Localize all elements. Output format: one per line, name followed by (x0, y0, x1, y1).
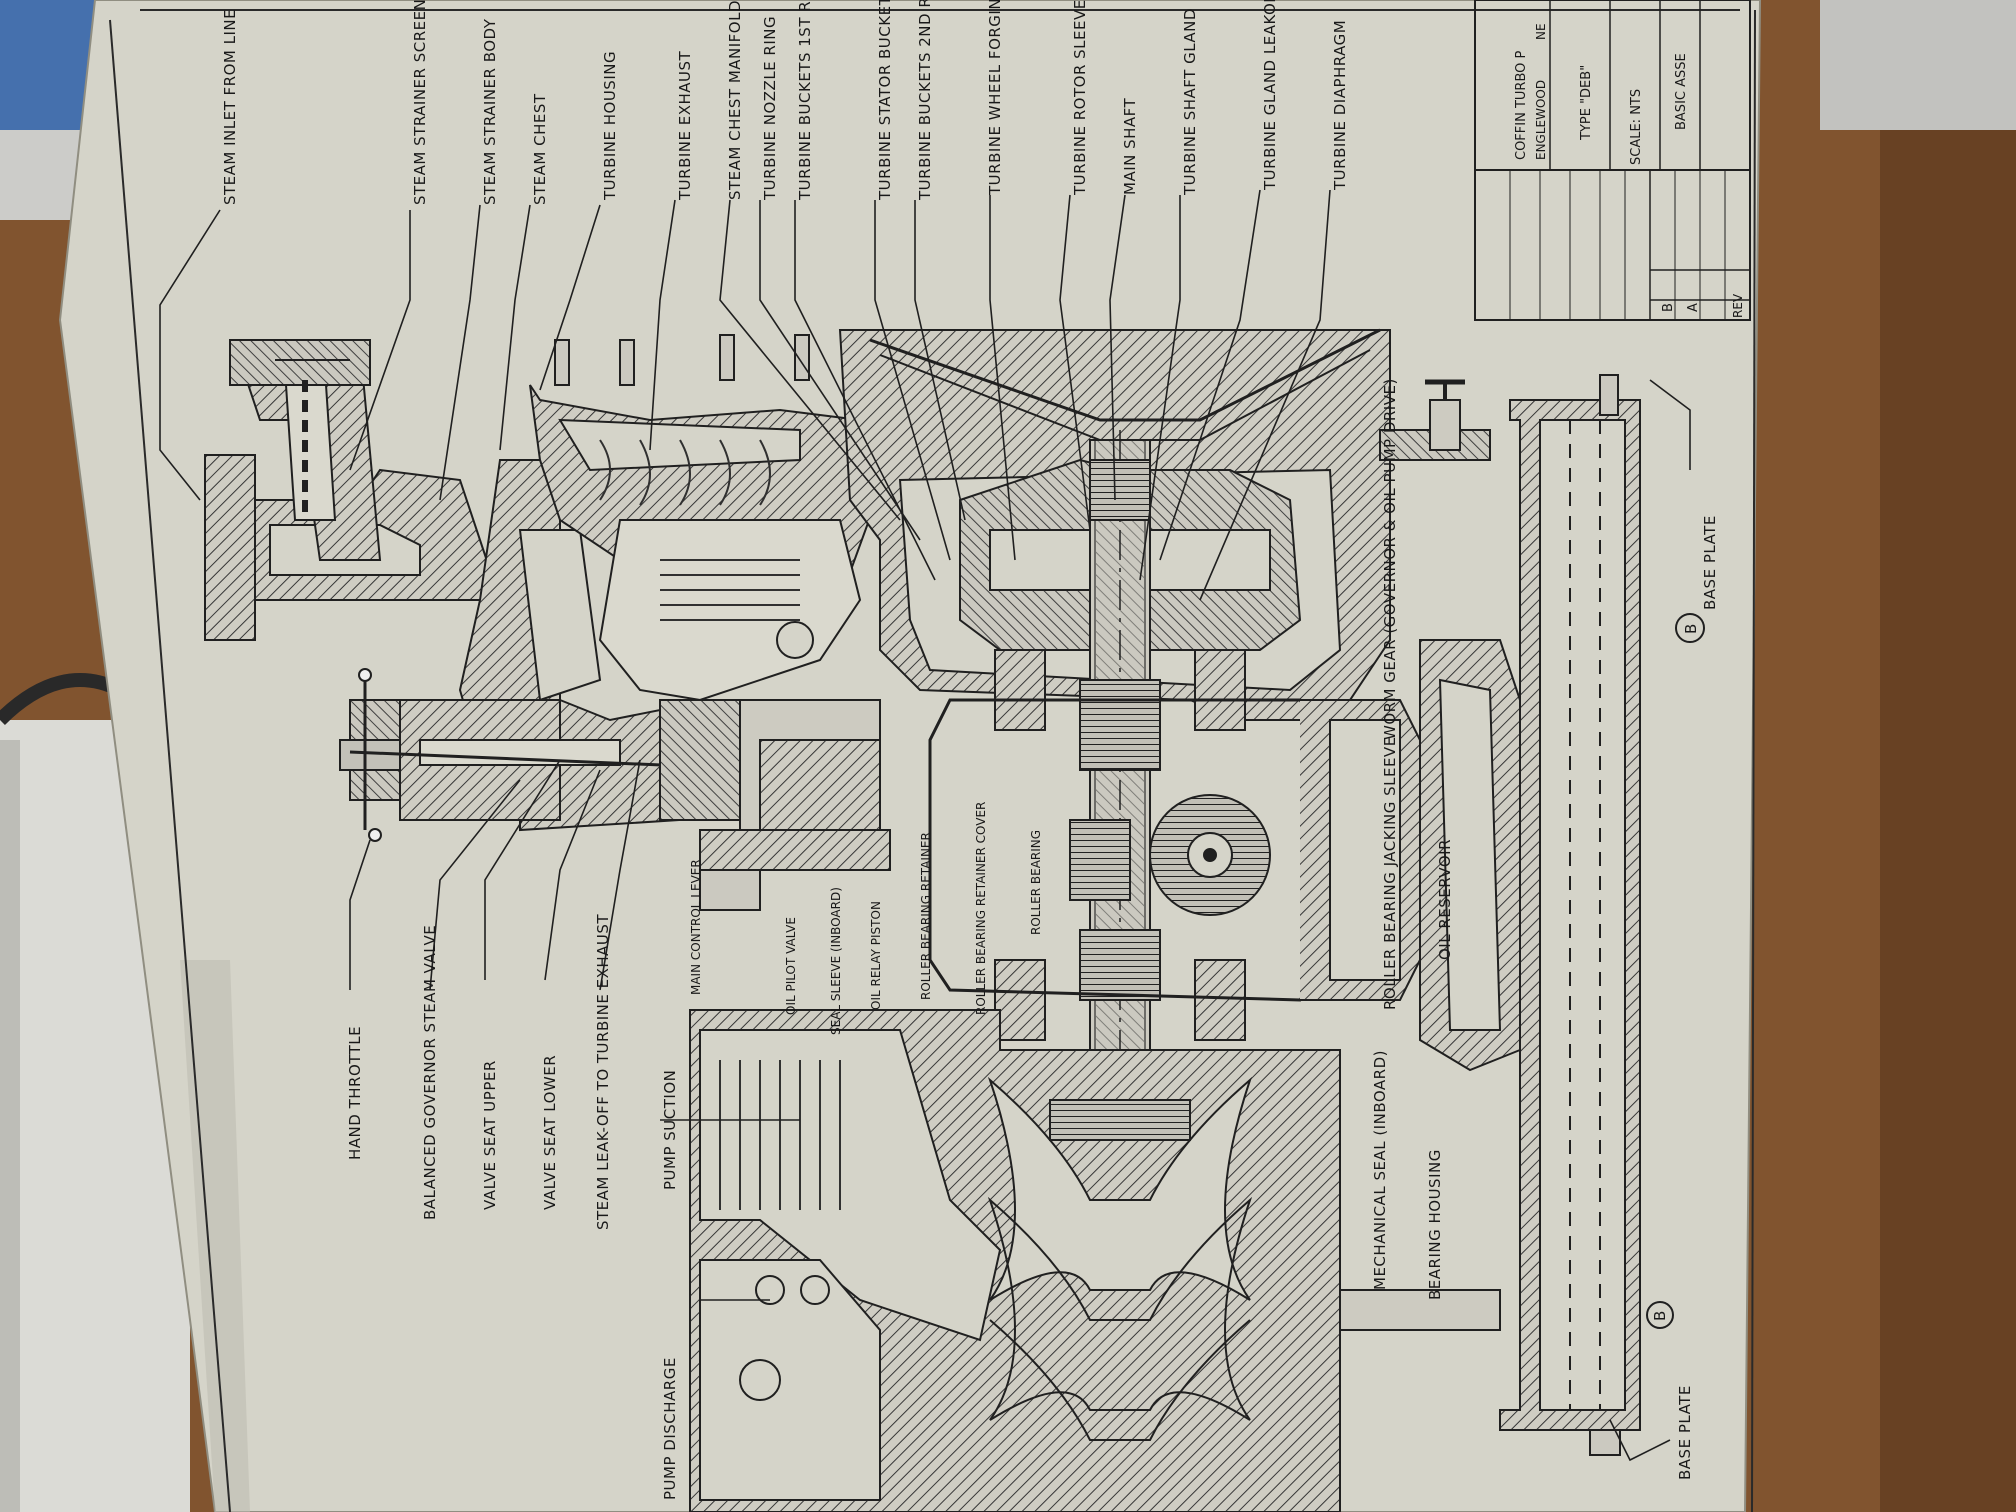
bearing-upper-b (1194, 649, 1246, 731)
pump-suction-cavity (699, 1029, 1002, 1342)
label-base-plate-1: BASE PLATE (1701, 515, 1719, 610)
label-gland-leakoff: TURBINE GLAND LEAKOFF (1261, 0, 1279, 191)
label-diaphragm: TURBINE DIAPHRAGM (1331, 20, 1349, 191)
impeller-2 (987, 1196, 1253, 1421)
label-oil-relay-piston: OIL RELAY PISTON (869, 901, 883, 1010)
label-steam-chest: STEAM CHEST (531, 93, 549, 205)
middle-label-group: MAIN CONTROL LEVER OIL PILOT VALVE SEAL … (689, 802, 1043, 1035)
label-retainer-cover: ROLLER BEARING RETAINER COVER (974, 802, 988, 1015)
label-shaft-gland: TURBINE SHAFT GLAND (1181, 8, 1199, 196)
label-base-plate-2: BASE PLATE (1676, 1385, 1694, 1480)
label-nozzle-ring: TURBINE NOZZLE RING (761, 16, 779, 201)
machine-section-drawing (204, 328, 1641, 1512)
governor-mechanism (659, 699, 891, 911)
label-valve-seat-lower: VALVE SEAT LOWER (541, 1055, 559, 1210)
label-strainer-body: STEAM STRAINER BODY (481, 18, 499, 205)
device-corner (1820, 0, 2016, 130)
label-steam-inlet: STEAM INLET FROM LINE (221, 9, 239, 205)
shaft-gland-1 (1089, 459, 1151, 521)
frame-right (1751, 9, 1756, 1512)
label-governor-valve: BALANCED GOVERNOR STEAM VALVE (421, 925, 439, 1220)
tb-scale: SCALE: NTS (1629, 89, 1644, 165)
exhaust-manifold-vanes (599, 439, 771, 506)
bearing-lower (994, 959, 1046, 1041)
bottom-label-group: HAND THROTTLE BALANCED GOVERNOR STEAM VA… (346, 914, 679, 1500)
title-block: COFFIN TURBO P ENGLEWOOD NE TYPE "DEB" S… (1474, 0, 1751, 321)
tb-rev-header: REV (1731, 293, 1745, 318)
label-hand-throttle: HAND THROTTLE (346, 1026, 364, 1160)
label-seal-sleeve: SEAL SLEEVE (INBOARD) (829, 887, 843, 1035)
label-oil-pilot-valve: OIL PILOT VALVE (784, 917, 798, 1015)
label-turbine-housing: TURBINE HOUSING (601, 51, 619, 201)
label-oil-reservoir: OIL RESERVOIR (1436, 839, 1454, 960)
label-stator-buckets: TURBINE STATOR BUCKETS (876, 0, 894, 201)
tb-rev-b: B (1661, 303, 1676, 312)
worm (1069, 819, 1131, 901)
leader-lines-top (159, 189, 1331, 601)
label-valve-seat-upper: VALVE SEAT UPPER (481, 1060, 499, 1210)
section-marker-circle-1 (1675, 613, 1705, 643)
label-turbine-exhaust: TURBINE EXHAUST (676, 50, 694, 201)
shaft-gland-2 (1079, 679, 1161, 771)
suction-ribs (719, 1060, 841, 1210)
impeller-1 (987, 1076, 1253, 1301)
section-marker-circle-2 (1646, 1301, 1674, 1329)
label-roller-bearing: ROLLER BEARING (1029, 830, 1043, 935)
tb-state: NE (1534, 23, 1548, 40)
shaft-gland-3 (1079, 929, 1161, 1001)
section-marker-2: B (1651, 1310, 1669, 1321)
label-wheel-forging: TURBINE WHEEL FORGING (986, 0, 1004, 196)
casing-cover (869, 328, 1381, 422)
label-strainer-screen: STEAM STRAINER SCREEN (411, 0, 429, 205)
label-pump-suction: PUMP SUCTION (661, 1070, 679, 1190)
pump-discharge-cavity (699, 1259, 881, 1501)
label-main-shaft: MAIN SHAFT (1121, 97, 1139, 195)
label-worm-gear: WORM GEAR (GOVERNOR & OIL PUMP DRIVE) (1381, 378, 1399, 740)
label-buckets-2nd: TURBINE BUCKETS 2ND ROW (916, 0, 934, 201)
top-label-group: STEAM INLET FROM LINE STEAM STRAINER SCR… (221, 0, 1349, 205)
bearing-upper (994, 649, 1046, 731)
bearing-lower-b (1194, 959, 1246, 1041)
leader-lines-bottom (349, 759, 800, 1301)
label-buckets-1st: TURBINE BUCKETS 1ST ROW (796, 0, 814, 201)
tb-rev-a: A (1686, 303, 1701, 312)
label-roller-bearing-retainer: ROLLER BEARING RETAINER (919, 832, 933, 1000)
tb-city: ENGLEWOOD (1534, 80, 1548, 160)
label-pump-discharge: PUMP DISCHARGE (661, 1357, 679, 1500)
impeller-3 (989, 1319, 1251, 1441)
tb-company: COFFIN TURBO P (1514, 51, 1529, 160)
label-steam-leakoff: STEAM LEAK-OFF TO TURBINE EXHAUST (594, 914, 612, 1230)
label-main-control-lever: MAIN CONTROL LEVER (689, 859, 703, 995)
label-jacking-sleeve: ROLLER BEARING JACKING SLEEVE (1381, 736, 1399, 1010)
tb-title: BASIC ASSE (1674, 53, 1689, 130)
drain-valve (1379, 379, 1491, 461)
label-bearing-housing: BEARING HOUSING (1426, 1149, 1444, 1300)
label-mechanical-seal: MECHANICAL SEAL (INBOARD) (1371, 1050, 1389, 1290)
section-marker-1: B (1682, 623, 1700, 634)
right-label-group: WORM GEAR (GOVERNOR & OIL PUMP DRIVE) RO… (1371, 378, 1719, 1480)
label-steam-chest-manifold: STEAM CHEST MANIFOLD (726, 0, 744, 200)
tb-type: TYPE "DEB" (1579, 65, 1594, 141)
steam-inlet-flange (204, 454, 256, 641)
label-rotor-sleeve: TURBINE ROTOR SLEEVE (1071, 0, 1089, 196)
desk-edge (1880, 0, 2016, 1512)
